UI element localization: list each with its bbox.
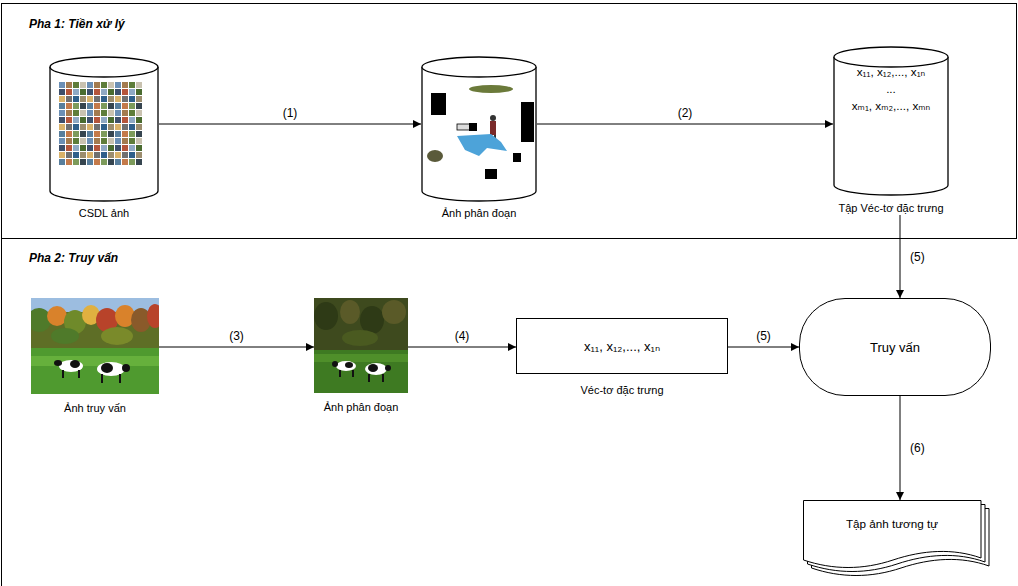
flow-arrow: [537, 124, 833, 125]
flow-arrow: [159, 347, 314, 348]
segmented-photo: [314, 298, 408, 393]
phase-band: Pha 2: Truy vấn Ảnh truy vấn: [1, 238, 1018, 586]
node-text: Truy vấn: [870, 339, 920, 356]
result-document: [803, 500, 991, 576]
node-caption: CSDL ảnh: [79, 207, 129, 220]
node-caption: Ảnh phân đoạn: [442, 207, 517, 220]
step-number: (1): [281, 106, 300, 120]
flow-arrow: [408, 347, 516, 348]
node-caption: Véc-tơ đặc trưng: [580, 384, 663, 397]
node-text: x₁₁, x₁₂,..., x₁ₙ: [833, 63, 949, 80]
node-caption: Tập Véc-tơ đặc trưng: [838, 202, 943, 215]
query-process: Truy vấn: [799, 298, 991, 396]
step-number: (2): [676, 106, 695, 120]
step-number: (5): [908, 250, 927, 264]
step-number: (3): [227, 329, 246, 343]
flow-arrow: [159, 124, 421, 125]
node-text: Tập ảnh tương tự: [803, 515, 981, 532]
image-node: Ảnh truy vấn: [31, 298, 159, 415]
phase-title: Pha 1: Tiền xử lý: [29, 17, 125, 31]
result-document: Tập ảnh tương tự: [803, 500, 991, 576]
image-node: Ảnh phân đoạn: [314, 298, 408, 414]
query-photo: [31, 298, 159, 394]
flow-arrow: [900, 396, 901, 500]
flow-arrow: [900, 215, 901, 298]
node-text: ...: [833, 80, 949, 97]
phase-title: Pha 2: Truy vấn: [29, 251, 118, 265]
node-caption: Ảnh truy vấn: [64, 402, 126, 415]
database-cylinder: [421, 56, 537, 202]
node-text: x₁₁, x₁₂,..., x₁ₙ: [584, 338, 660, 355]
step-number: (4): [453, 329, 472, 343]
phase-band: Pha 1: Tiền xử lý: [1, 3, 1017, 239]
database-cylinder: x₁₁, x₁₂,..., x₁ₙ...xₘ₁, xₘ₂,..., xₘₙTập…: [833, 46, 949, 215]
database-cylinder: [49, 56, 159, 202]
step-number: (5): [754, 329, 773, 343]
step-number: (6): [908, 441, 927, 455]
database-cylinder: Ảnh phân đoạn: [421, 56, 537, 220]
flow-arrow: [728, 347, 799, 348]
node-text: xₘ₁, xₘ₂,..., xₘₙ: [833, 97, 949, 114]
node-caption: Ảnh phân đoạn: [324, 401, 399, 414]
feature-vector-box: x₁₁, x₁₂,..., x₁ₙVéc-tơ đặc trưng: [516, 318, 728, 397]
database-cylinder: CSDL ảnh: [49, 56, 159, 220]
